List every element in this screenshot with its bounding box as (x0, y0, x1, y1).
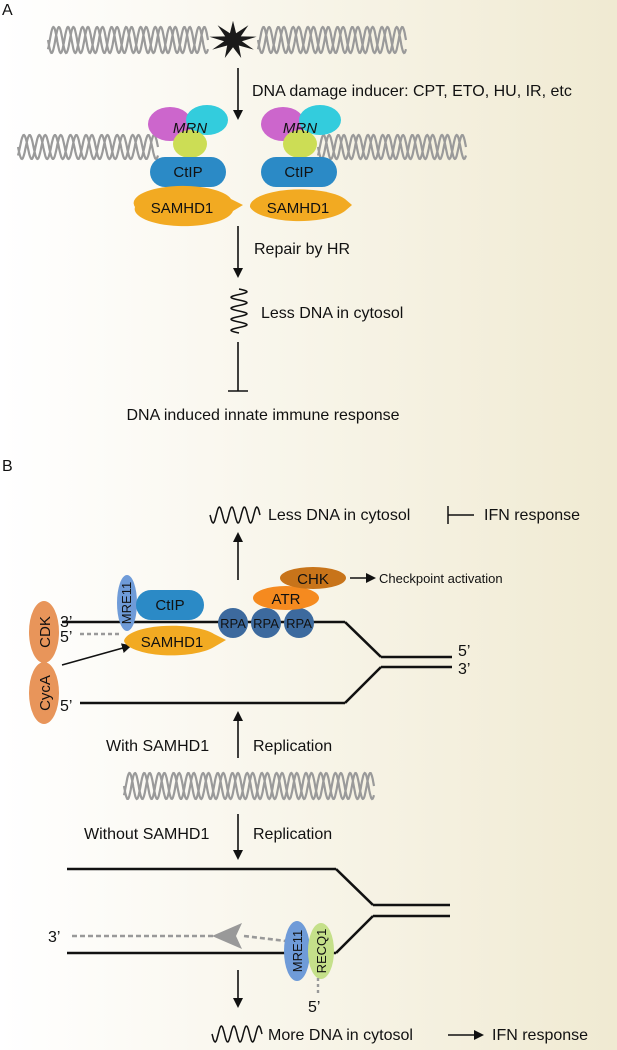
dna-helix-a-left (46, 25, 210, 55)
mrn-r-subunit-right (283, 130, 317, 158)
label-5prime-b2: 5’ (308, 999, 320, 1016)
label-5prime-nascent: 5’ (60, 629, 72, 646)
label-3prime-right: 3’ (458, 661, 470, 678)
rpa-protein-1 (218, 608, 248, 638)
dna-helix-a-complex-right (316, 133, 468, 161)
recq1-protein (308, 923, 334, 979)
replication-label-up: Replication (253, 738, 332, 755)
rpa-protein-2 (251, 608, 281, 638)
label-5prime-bottom: 5’ (60, 698, 72, 715)
chk-protein (280, 567, 346, 589)
samhd1-protein-right (249, 189, 352, 222)
recq1-label: RECQ1 (314, 929, 329, 974)
ifn-response-top: IFN response (484, 507, 580, 524)
checkpoint-activation-label: Checkpoint activation (379, 571, 503, 586)
cytosolic-dna-squiggle-top (209, 506, 261, 524)
mrn-label-left: MRN (173, 120, 207, 137)
mrn-n-subunit-right (299, 105, 341, 135)
strand-fork-bottom-b2 (335, 915, 374, 954)
ctip-protein-b (136, 590, 204, 620)
strand-fork-top-b2 (335, 868, 374, 906)
samhd1-protein-b (124, 625, 226, 656)
cyca-label: CycA (37, 675, 54, 711)
cytosolic-dna-squiggle-a (230, 288, 248, 334)
samhd1-label-b: SAMHD1 (141, 634, 204, 651)
replication-label-down: Replication (253, 826, 332, 843)
chk-label: CHK (297, 571, 329, 588)
panel-b-label: B (2, 458, 13, 475)
cdk-protein (29, 601, 59, 663)
ctip-label-b: CtIP (155, 597, 184, 614)
repair-label: Repair by HR (254, 241, 350, 258)
ctip-protein-right (261, 157, 337, 187)
dna-helix-a-complex-left (16, 133, 160, 161)
atr-protein (253, 586, 319, 610)
atr-label: ATR (272, 591, 301, 608)
dna-helix-parental (122, 771, 376, 801)
dna-helix-a-right (256, 25, 408, 55)
degradation-dash-to-mre11 (243, 934, 287, 943)
cytosol-label-bottom: More DNA in cytosol (268, 1027, 413, 1044)
panel-a-label: A (2, 2, 13, 19)
cyca-protein (29, 662, 59, 724)
rpa-label-1: RPA (220, 616, 246, 631)
mrn-n-subunit (186, 105, 228, 135)
dna-damage-star-icon (209, 20, 257, 58)
ctip-label-left: CtIP (173, 164, 202, 181)
mre11-label-bottom: MRE11 (290, 930, 305, 972)
arrow-cdk-to-samhd1 (61, 643, 132, 666)
cdk-label: CDK (37, 616, 54, 648)
ctip-protein-left (150, 157, 226, 187)
without-samhd1-label: Without SAMHD1 (84, 826, 209, 843)
strand-fork-bottom (344, 666, 382, 704)
innate-immune-outcome: DNA induced innate immune response (126, 407, 399, 424)
mre11-protein-bottom (284, 921, 310, 981)
label-3prime-top: 3’ (60, 614, 72, 631)
samhd1-label-right: SAMHD1 (267, 200, 330, 217)
rpa-label-2: RPA (253, 616, 279, 631)
mrn-r-subunit (173, 130, 207, 158)
cytosol-label-a: Less DNA in cytosol (261, 305, 403, 322)
with-samhd1-label: With SAMHD1 (106, 738, 209, 755)
ctip-label-right: CtIP (284, 164, 313, 181)
mre11-label-top: MRE11 (119, 582, 134, 624)
degradation-arrowhead-icon (212, 923, 242, 949)
label-5prime-right: 5’ (458, 643, 470, 660)
mre11-protein-top (117, 575, 137, 631)
samhd1-label-left: SAMHD1 (151, 200, 214, 217)
samhd1-protein-left (133, 185, 243, 227)
rpa-label-3: RPA (286, 616, 312, 631)
strand-fork-top (344, 621, 382, 658)
cytosol-label-top: Less DNA in cytosol (268, 507, 410, 524)
label-3prime-b2: 3’ (48, 929, 60, 946)
cytosolic-dna-squiggle-bottom (211, 1025, 263, 1043)
rpa-protein-3 (284, 608, 314, 638)
mrn-label-right: MRN (283, 120, 317, 137)
ifn-response-bottom: IFN response (492, 1027, 588, 1044)
damage-inducer-label: DNA damage inducer: CPT, ETO, HU, IR, et… (252, 83, 572, 100)
